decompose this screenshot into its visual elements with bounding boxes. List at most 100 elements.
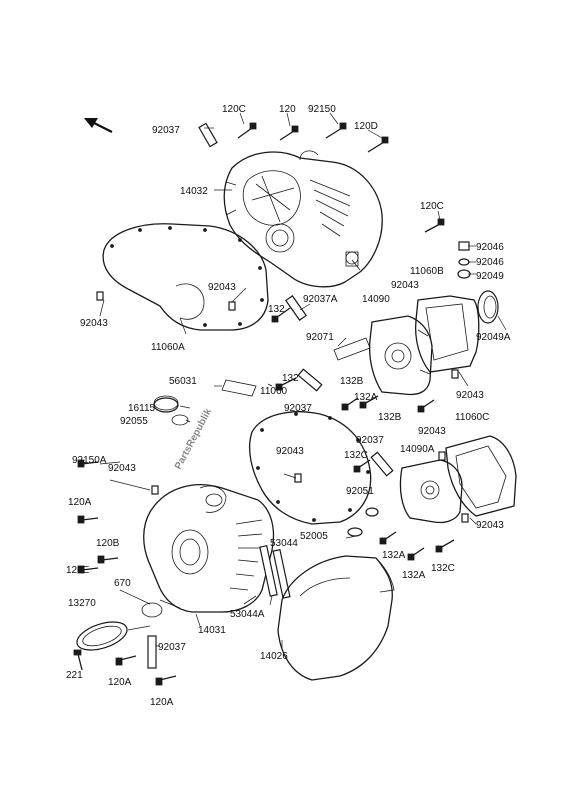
inner-cover-14032 [223,150,383,288]
bolt-132c-r [435,539,455,553]
part-label: 92037 [284,403,312,414]
part-label: 92037 [356,435,384,446]
cover-14090 [368,315,433,396]
part-label: 120A [108,677,132,688]
part-label: 14026 [260,651,288,662]
bolt-132c-upper [353,459,371,473]
bolt-120d-top [367,136,389,153]
part-label: 132C [344,450,368,461]
bolt-92150a [77,459,99,468]
part-label: 92037 [158,642,186,653]
bolt-120a-2 [115,655,137,666]
part-label: 11060A [151,342,185,353]
part-label: 56031 [169,376,197,387]
part-label: 132B [378,412,402,423]
dowel-92043-right [451,369,459,379]
bolt-132b-lower [417,399,435,413]
leader-lines [99,112,507,650]
part-label: 92150 [308,104,336,115]
part-label: 92043 [208,282,236,293]
part-label: 120C [420,201,444,212]
gasket-11060a [102,223,269,331]
dowel-92043-r3 [461,513,469,523]
pin-92037-right [370,451,394,477]
bolt-120a-3 [155,675,177,686]
part-label: 92150A [72,455,107,466]
part-label: 14090A [400,444,435,455]
part-label: 52005 [300,531,328,542]
plate-92071 [333,337,371,361]
part-label: 92043 [80,318,108,329]
bolt-120c-right [424,218,445,233]
part-label: 132A [382,550,406,561]
part-label: 53044A [230,609,265,620]
bolt-132-upper [271,307,291,323]
cover-14090a [399,459,463,524]
bolt-120e [77,565,99,574]
part-label: 132 [268,304,285,315]
part-label: 132C [431,563,455,574]
part-label: 92049A [476,332,511,343]
bolt-132a-r2 [407,547,425,561]
part-label: 92071 [306,332,334,343]
part-label: 92043 [391,280,419,291]
part-label: 132A [402,570,426,581]
part-label: 92049 [476,271,504,282]
part-label: 11060C [455,412,489,423]
collar-92046-b [458,258,470,266]
pin-92037a [285,295,307,321]
part-label: 53044 [270,538,298,549]
outer-cover-14026 [277,555,395,681]
part-label: 92037A [303,294,338,305]
part-label: 221 [66,670,83,681]
part-label: 92043 [108,463,136,474]
part-label: 92037 [152,125,180,136]
bolt-132b-upper [359,395,379,409]
cap-16115 [153,395,179,413]
dowel-92043-mid [228,301,236,311]
part-label: 92046 [476,257,504,268]
outer-cover-14031 [143,484,275,613]
dowel-92043-lower [151,485,159,495]
part-label: 92055 [120,416,148,427]
bolt-92150-top [325,122,347,139]
part-label: 14090 [362,294,390,305]
bolt-221 [73,649,83,671]
part-label: 120 [279,104,296,115]
part-label: 13270 [68,598,96,609]
part-label: 120E [66,565,90,576]
part-label: 92043 [476,520,504,531]
bolt-120a-1 [77,515,99,524]
part-label: 11060B [410,266,444,277]
bolt-120-top [279,125,299,141]
part-label: 120C [222,104,246,115]
dowel-92043-left [96,291,104,301]
part-label: 11060 [260,386,288,397]
part-label: 92043 [418,426,446,437]
bolt-132a-mid [341,397,359,411]
part-label: 92046 [476,242,504,253]
part-label: 92043 [276,446,304,457]
part-label: 14031 [198,625,226,636]
gasket-11060 [248,411,372,525]
part-label: 92043 [456,390,484,401]
dowel-92037-top [198,122,218,148]
part-label: 14032 [180,186,208,197]
part-label: 132A [354,392,378,403]
part-label: 92051 [346,486,374,497]
bolt-132-mid [275,377,297,391]
part-label: 120B [96,538,120,549]
o-ring-670 [141,602,163,618]
seal-52005 [347,527,363,537]
o-ring-92055 [171,414,189,426]
part-label: 132 [282,373,299,384]
part-label: 670 [114,578,131,589]
bolt-120b [97,555,119,564]
bolt-120c-top [237,122,257,139]
part-label: 120A [150,697,174,708]
gasket-11060c [445,435,517,517]
oil-seal-92049a [477,290,499,324]
watermark: PartsRepublik [173,406,214,471]
pin-92037-mid [297,368,323,392]
